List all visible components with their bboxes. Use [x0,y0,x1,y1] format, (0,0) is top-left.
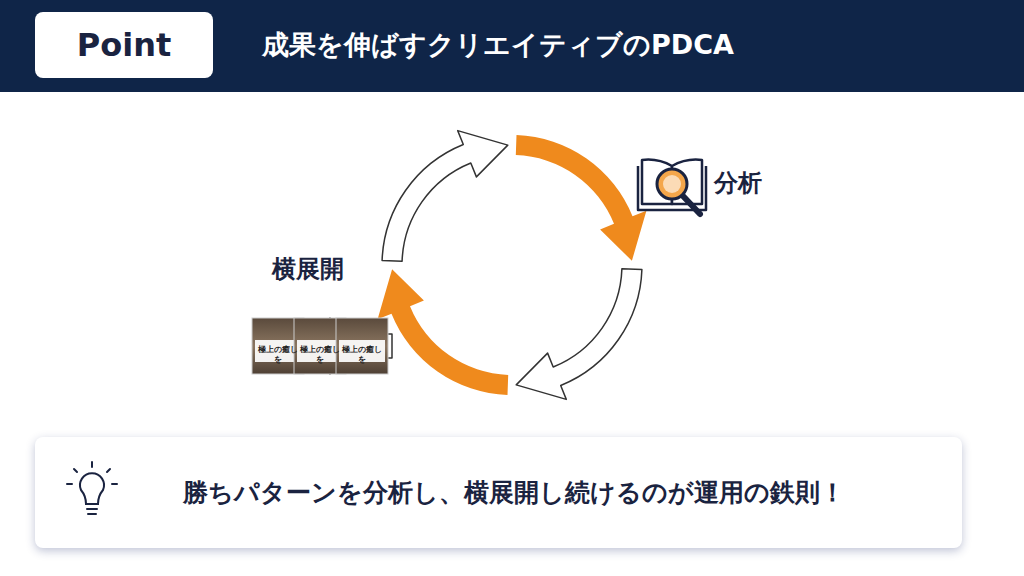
node-text: 勝ちパターンを分析し、横展開し続けるのが運用の鉄則！ [183,477,845,509]
cycle-arrow [516,269,642,400]
node-text: Point [77,26,171,64]
thumbnail-text: 極上の癒しを [339,345,385,365]
point-badge: Point [35,12,213,78]
cycle-arrow [516,135,647,261]
header-band [0,0,1024,92]
lightbulb-icon [67,462,117,514]
callout-box: 勝ちパターンを分析し、横展開し続けるのが運用の鉄則！ [35,437,962,548]
step-label: 横展開 [272,254,382,285]
cycle-arrow [378,269,509,395]
step-label: 分析 [714,168,804,199]
analysis-icon [638,160,706,214]
thumbnail-text: 極上の癒しを [255,345,301,365]
slide-title: 成果を伸ばすクリエイティブのPDCA [262,26,1002,64]
ad-thumbnail [336,318,388,374]
thumbnail-text: 極上の癒しを [297,345,343,365]
cycle-arrow [382,131,508,262]
